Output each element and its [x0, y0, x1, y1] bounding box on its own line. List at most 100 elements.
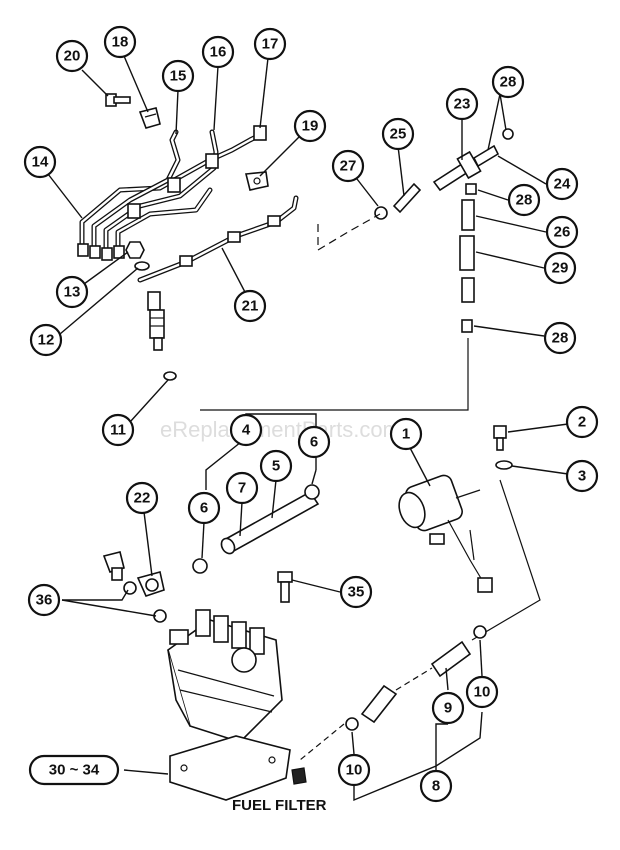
- callout-12: 12: [29, 323, 63, 357]
- callout-17: 17: [253, 27, 287, 61]
- callout-19: 19: [293, 109, 327, 143]
- svg-text:17: 17: [262, 36, 279, 53]
- leader-lines: [47, 55, 569, 802]
- svg-text:6: 6: [200, 500, 208, 517]
- fuel-pump-part: [398, 474, 493, 593]
- leak-off-pipe-part: [137, 195, 299, 283]
- svg-text:27: 27: [340, 158, 357, 175]
- fuel-filter-label: FUEL FILTER: [232, 797, 327, 814]
- svg-text:36: 36: [36, 592, 53, 609]
- hose-clip-part: [461, 319, 473, 333]
- callout-21: 21: [233, 289, 267, 323]
- injection-nozzle-part: [147, 291, 165, 351]
- banjo-fitting-part: [136, 571, 165, 597]
- callout-4: 4: [229, 413, 263, 447]
- fuel-hose-part: [220, 490, 320, 555]
- svg-text:28: 28: [516, 192, 533, 209]
- svg-text:18: 18: [112, 34, 129, 51]
- svg-text:22: 22: [134, 490, 151, 507]
- callout-18: 18: [103, 25, 137, 59]
- svg-text:29: 29: [552, 260, 569, 277]
- washer-part: [134, 261, 150, 271]
- pipe-clamp-part: [138, 107, 161, 129]
- flat-washer-part: [495, 460, 513, 470]
- callout-2: 2: [565, 405, 599, 439]
- svg-text:10: 10: [346, 762, 363, 779]
- svg-text:19: 19: [302, 118, 319, 135]
- watermark: eReplacementParts.com: [160, 417, 401, 442]
- callout-29: 29: [543, 251, 577, 285]
- svg-text:1: 1: [402, 426, 410, 443]
- callout-24: 24: [545, 167, 579, 201]
- svg-text:13: 13: [64, 284, 81, 301]
- callout-28-bottom: 28: [543, 321, 577, 355]
- callout-35: 35: [339, 575, 373, 609]
- routing-line: [200, 338, 469, 411]
- banjo-bolt-part: [105, 93, 131, 107]
- callout-9: 9: [431, 691, 465, 725]
- callout-7: 7: [225, 471, 259, 505]
- routing-line: [317, 213, 381, 252]
- svg-text:28: 28: [552, 330, 569, 347]
- callout-22: 22: [125, 481, 159, 515]
- svg-text:16: 16: [210, 44, 227, 61]
- clamp-bracket-part: [244, 171, 269, 191]
- hose-clip-part: [465, 183, 477, 195]
- clip-part: [502, 128, 514, 140]
- svg-text:2: 2: [578, 414, 586, 431]
- injection-pump-part: [167, 609, 283, 743]
- svg-text:3: 3: [578, 468, 586, 485]
- callout-23: 23: [445, 87, 479, 121]
- svg-text:14: 14: [32, 154, 49, 171]
- callout-10-left: 10: [337, 753, 371, 787]
- callout-6-right: 6: [297, 425, 331, 459]
- callout-14: 14: [23, 145, 57, 179]
- callout-25: 25: [381, 117, 415, 151]
- svg-text:15: 15: [170, 68, 187, 85]
- callout-10-right: 10: [465, 675, 499, 709]
- short-hose-part: [461, 199, 475, 231]
- callout-6-left: 6: [187, 491, 221, 525]
- callout-1: 1: [389, 417, 423, 451]
- filter-hose-part: [299, 479, 541, 761]
- svg-text:9: 9: [444, 700, 452, 717]
- svg-text:20: 20: [64, 48, 81, 65]
- callout-13: 13: [55, 275, 89, 309]
- svg-text:12: 12: [38, 332, 55, 349]
- pump-gasket-part: [169, 735, 291, 801]
- svg-text:24: 24: [554, 176, 571, 193]
- svg-text:8: 8: [432, 778, 440, 795]
- svg-text:30 ~ 34: 30 ~ 34: [49, 762, 100, 779]
- callout-27: 27: [331, 149, 365, 183]
- fuel-filter-part: [291, 767, 307, 785]
- svg-text:26: 26: [554, 224, 571, 241]
- hose-clamp-part: [345, 625, 487, 731]
- svg-text:21: 21: [242, 298, 259, 315]
- mounting-bolt-part: [277, 571, 293, 603]
- callout-16: 16: [201, 35, 235, 69]
- callout-36: 36: [27, 583, 61, 617]
- injection-pipes-part: [77, 125, 267, 261]
- hose-clamp-part: [374, 206, 388, 220]
- svg-text:6: 6: [310, 434, 318, 451]
- callout-5: 5: [259, 449, 293, 483]
- svg-text:25: 25: [390, 126, 407, 143]
- callout-11: 11: [101, 413, 135, 447]
- small-washer-part: [163, 371, 177, 381]
- callout-3: 3: [565, 459, 599, 493]
- callout-15: 15: [161, 59, 195, 93]
- callout-26: 26: [545, 215, 579, 249]
- callout-8: 8: [419, 769, 453, 803]
- callout-30-34: 30 ~ 34: [28, 754, 120, 786]
- svg-text:28: 28: [500, 74, 517, 91]
- svg-text:23: 23: [454, 96, 471, 113]
- callout-28-mid: 28: [507, 183, 541, 217]
- callout-28-top: 28: [491, 65, 525, 99]
- hose-band-part: [192, 484, 320, 574]
- svg-text:5: 5: [272, 458, 280, 475]
- bolt-part: [493, 425, 507, 451]
- tee-joint-part: [432, 144, 500, 192]
- svg-text:35: 35: [348, 584, 365, 601]
- svg-text:4: 4: [242, 422, 251, 439]
